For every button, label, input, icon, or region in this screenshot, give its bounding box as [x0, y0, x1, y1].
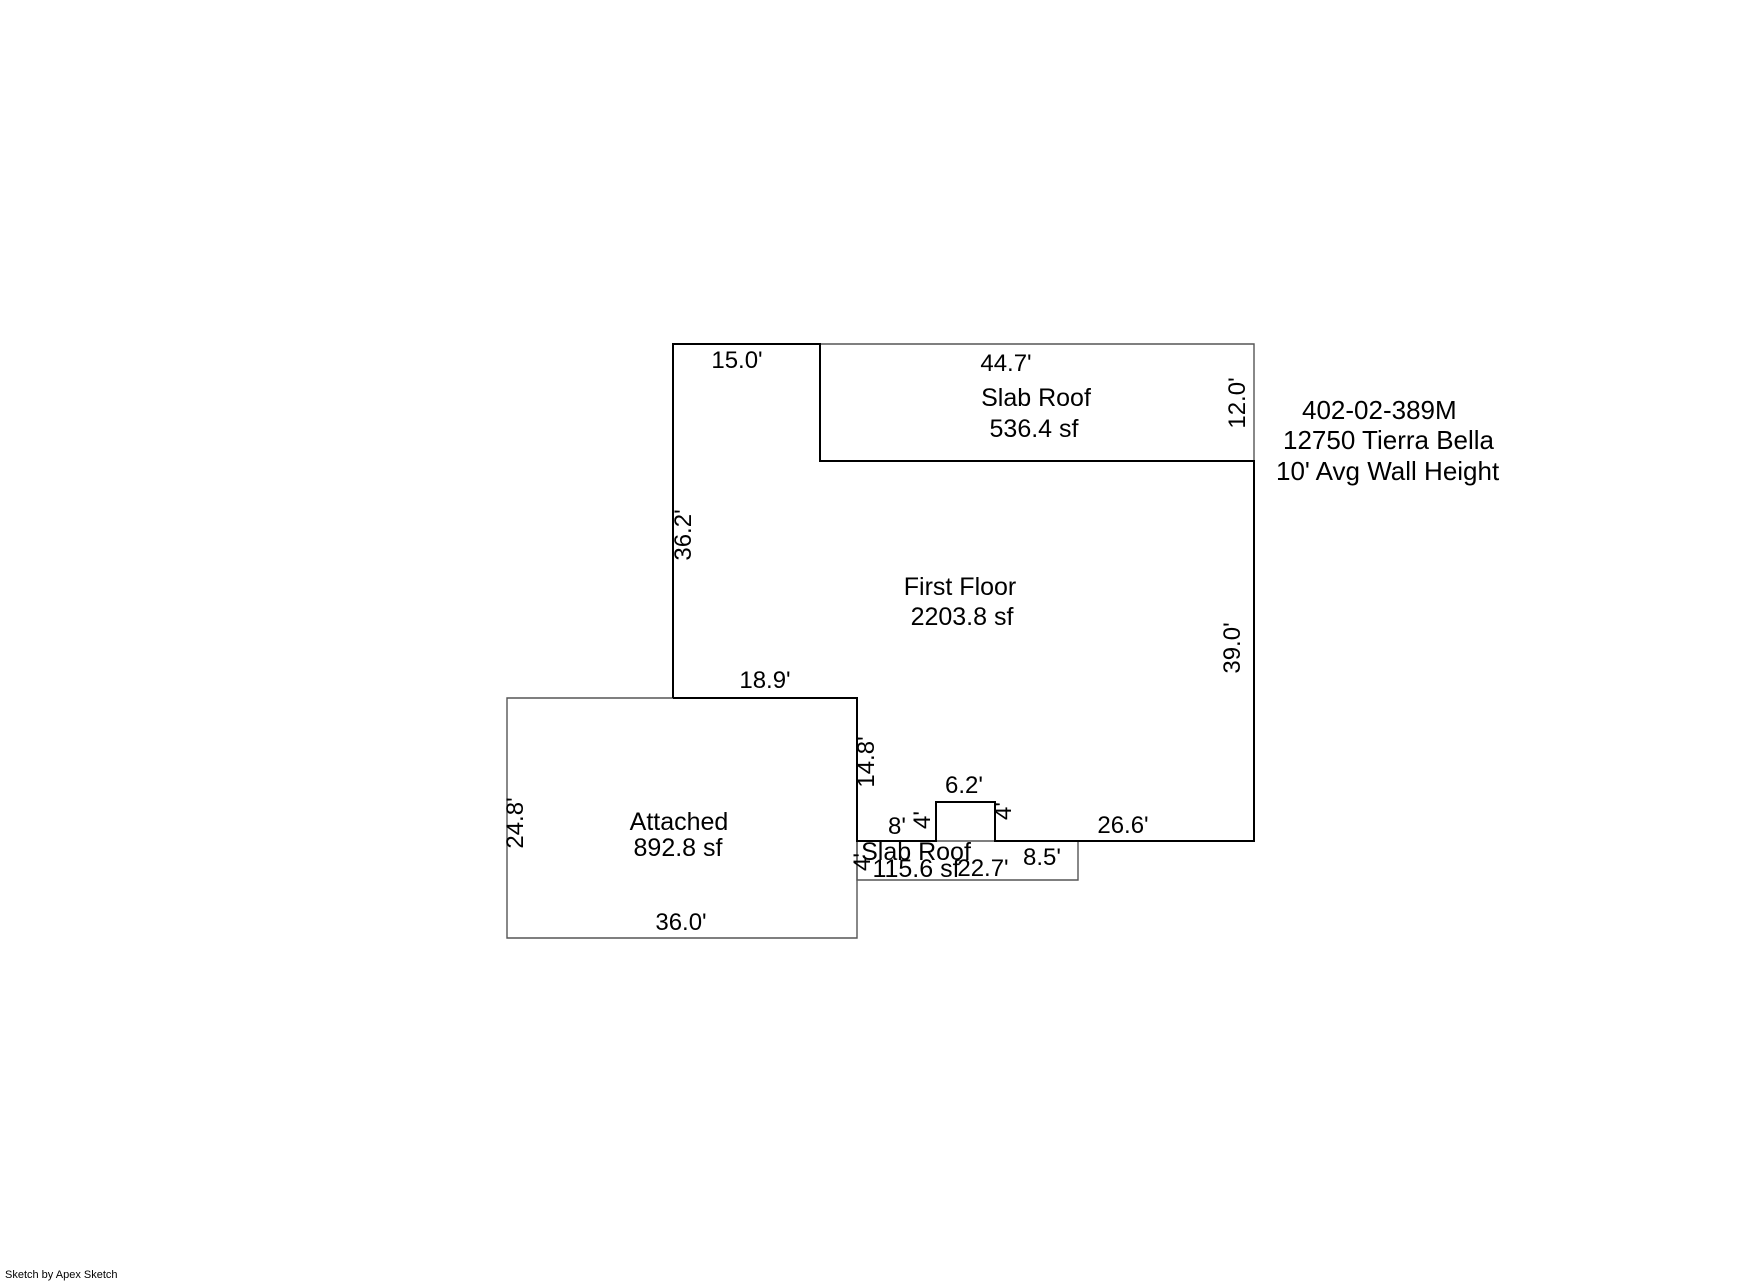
slab-roof-top-area: 536.4 sf: [990, 415, 1079, 443]
property-address: 12750 Tierra Bella: [1283, 425, 1495, 455]
dim-sr-top: 44.7': [980, 350, 1031, 377]
dim-at-bottom: 36.0': [655, 909, 706, 936]
dim-ff-garage-side: 14.8': [853, 736, 880, 787]
first-floor-outline: [672, 343, 1255, 842]
dim-srs-left: 4': [849, 853, 876, 871]
attached-area: 892.8 sf: [634, 834, 723, 862]
attached-name: Attached: [630, 808, 729, 836]
sketch-credit: Sketch by Apex Sketch: [5, 1269, 118, 1281]
slab-roof-small-area: 115.6 sf: [872, 855, 959, 883]
parcel-number: 402-02-389M: [1302, 395, 1457, 425]
slab-roof-top-name: Slab Roof: [981, 384, 1091, 412]
first-floor-name: First Floor: [904, 573, 1017, 601]
wall-height-note: 10' Avg Wall Height: [1276, 456, 1500, 486]
dim-at-left: 24.8': [502, 797, 529, 848]
dim-ff-right: 39.0': [1219, 622, 1246, 673]
dim-ff-left: 36.2': [670, 509, 697, 560]
dim-ff-step: 18.9': [739, 667, 790, 694]
dim-srs-bottom: 22.7': [957, 855, 1008, 882]
dim-ff-bottom-right: 26.6': [1097, 812, 1148, 839]
dim-ff-short-bottom: 8': [888, 813, 906, 840]
dim-ff-bump-right: 4': [990, 802, 1017, 820]
dim-srs-right-step: 8.5': [1023, 844, 1061, 871]
dim-ff-bump-left: 4': [909, 811, 936, 829]
dim-ff-bump-top: 6.2': [945, 772, 983, 799]
dim-ff-top-left: 15.0': [711, 347, 762, 374]
first-floor-area: 2203.8 sf: [911, 603, 1014, 631]
dim-sr-right: 12.0': [1224, 377, 1251, 428]
slab-roof-small-name: Slab Roof: [861, 838, 971, 866]
